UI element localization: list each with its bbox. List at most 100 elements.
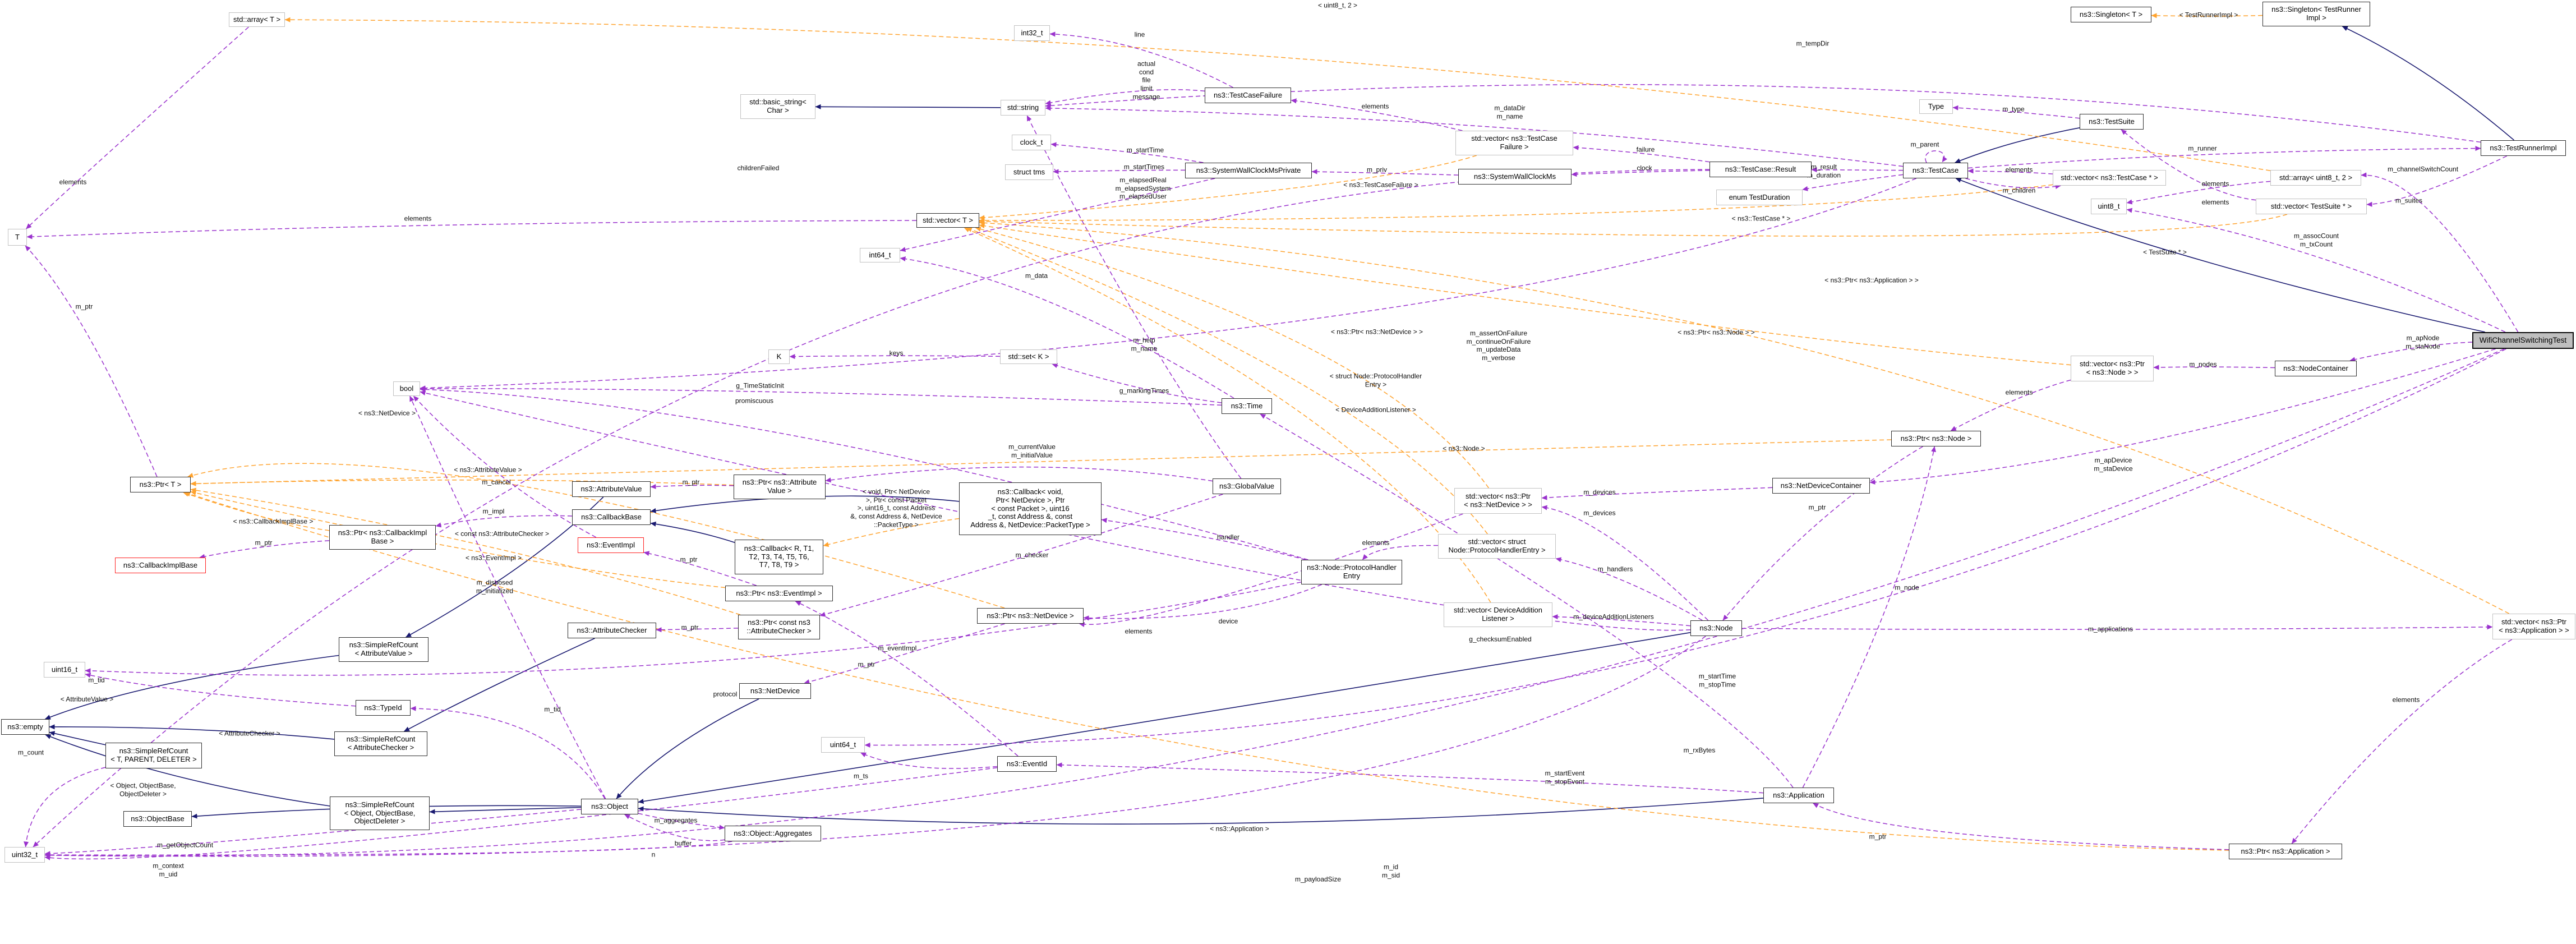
edge-usage-time-int64	[900, 256, 1234, 399]
class-node-ptrapp[interactable]: ns3::Ptr< ns3::Application >	[2229, 844, 2342, 859]
edge-inherit-simpleRefAV-empty	[44, 655, 339, 720]
edge-usage-node-vecPHE	[1555, 557, 1703, 621]
class-node-ptrcac[interactable]: ns3::Ptr< const ns3 ::AttributeChecker >	[738, 615, 820, 639]
class-node-eventid[interactable]: ns3::EventId	[997, 756, 1057, 772]
class-node-testsuite[interactable]: ns3::TestSuite	[2080, 114, 2144, 130]
edge-usage-testCase-tcResult	[1811, 167, 1904, 173]
class-node-eventimpl[interactable]: ns3::EventImpl	[578, 537, 644, 553]
edge-usage-vecTcf-tcFailure	[1291, 98, 1463, 131]
edge-inherit-application-object	[638, 798, 1764, 825]
edge-usage-eventId-uint64	[860, 752, 998, 769]
class-node-netdevcontainer[interactable]: ns3::NetDeviceContainer	[1772, 478, 1870, 494]
edge-usage-tcResult-swcm	[1571, 170, 1710, 177]
edge-template-ptrND-ptrT	[187, 463, 1005, 609]
edge-usage-wifiTest-uint64	[864, 348, 2506, 748]
class-node-uint16: uint16_t	[44, 662, 85, 678]
class-node-testcase[interactable]: ns3::TestCase	[1903, 163, 1968, 178]
edge-usage-testCase-stdString	[1045, 105, 1904, 167]
edge-inherit-netDevice-object	[616, 698, 759, 799]
edge-usage-testCase-testRunnerImpl	[1967, 146, 2481, 169]
class-node-ptrt[interactable]: ns3::Ptr< T >	[130, 477, 191, 492]
class-node-vect[interactable]: std::vector< T >	[916, 213, 979, 228]
class-node-uint8: uint8_t	[2091, 199, 2127, 214]
class-node-int64: int64_t	[860, 248, 900, 263]
edge-template-callbackVoid-callbackR	[823, 518, 960, 547]
class-node-callbackbase[interactable]: ns3::CallbackBase	[572, 509, 651, 525]
edge-usage-tcFailure-int32	[1049, 31, 1233, 88]
edge-usage-wifiTest-netDevContainer	[1869, 348, 2496, 485]
class-node-clockt: clock_t	[1012, 135, 1051, 150]
class-node-ptrav[interactable]: ns3::Ptr< ns3::Attribute Value >	[734, 475, 826, 499]
edge-usage-node-vecPtrApp	[1741, 624, 2493, 630]
class-node-vects: std::vector< TestSuite * >	[2256, 199, 2367, 214]
edge-inherit-testRunnerImpl-singletonTRI	[2342, 26, 2515, 141]
class-node-ptrei[interactable]: ns3::Ptr< ns3::EventImpl >	[725, 586, 833, 601]
class-node-attrchecker[interactable]: ns3::AttributeChecker	[568, 623, 656, 638]
class-node-cib[interactable]: ns3::CallbackImplBase	[115, 558, 206, 573]
class-node-nodecontainer[interactable]: ns3::NodeContainer	[2275, 361, 2357, 376]
class-node-bool: bool	[393, 381, 420, 396]
class-node-typeid[interactable]: ns3::TypeId	[356, 700, 411, 716]
edge-template-ptrCAC-ptrT	[190, 487, 741, 615]
class-node-simplerefac[interactable]: ns3::SimpleRefCount < AttributeChecker >	[334, 731, 427, 756]
edge-usage-object-uint32	[44, 809, 582, 856]
edge-template-vecTcf-vecT	[979, 155, 1477, 220]
edge-usage-testCase-vecTC	[1965, 178, 2061, 189]
class-node-int32: int32_t	[1014, 25, 1050, 41]
class-node-attrvalue[interactable]: ns3::AttributeValue	[572, 481, 651, 497]
class-node-swcmpriv[interactable]: ns3::SystemWallClockMsPrivate	[1185, 163, 1312, 178]
edge-usage-vecTS-testSuite	[2121, 129, 2256, 201]
class-node-callbackr[interactable]: ns3::Callback< R, T1, T2, T3, T4, T5, T6…	[735, 540, 823, 574]
class-node-stdstring: std::string	[1001, 100, 1045, 116]
class-node-arru8: std::array< uint8_t, 2 >	[2270, 170, 2361, 186]
edge-inherit-node-object	[638, 632, 1691, 804]
class-node-k: K	[768, 349, 790, 364]
class-node-vecphe: std::vector< struct Node::ProtocolHandle…	[1438, 534, 1556, 559]
edge-inherit-simpleRefT-empty	[49, 731, 106, 745]
edge-usage-netDevContainer-vecPtrND	[1541, 487, 1773, 500]
class-node-ptrcib[interactable]: ns3::Ptr< ns3::CallbackImpl Base >	[329, 525, 436, 550]
class-node-vecptrnode: std::vector< ns3::Ptr < ns3::Node > >	[2071, 356, 2154, 381]
class-node-ptrnode[interactable]: ns3::Ptr< ns3::Node >	[1891, 431, 1981, 446]
edge-usage-eventImpl-bool	[413, 395, 597, 538]
edge-usage-node-vecPtrND	[1541, 505, 1709, 621]
edge-usage-aggregates-uint32	[44, 841, 732, 858]
edge-usage-application-eventId	[1056, 762, 1764, 794]
class-node-phe[interactable]: ns3::Node::ProtocolHandler Entry	[1301, 560, 1402, 584]
edge-template-vecTS-vecT	[979, 214, 2288, 237]
class-node-aggregates[interactable]: ns3::Object::Aggregates	[725, 826, 821, 841]
class-node-callbackvoid[interactable]: ns3::Callback< void, Ptr< NetDevice >, P…	[959, 482, 1102, 535]
class-node-empty[interactable]: ns3::empty	[1, 719, 49, 735]
class-node-singletont[interactable]: ns3::Singleton< T >	[2071, 7, 2151, 22]
class-node-simplereft[interactable]: ns3::SimpleRefCount < T, PARENT, DELETER…	[105, 743, 202, 768]
edge-usage-eventId-uint32	[44, 767, 998, 860]
class-node-globalvalue[interactable]: ns3::GlobalValue	[1213, 478, 1281, 494]
class-node-node[interactable]: ns3::Node	[1690, 620, 1742, 636]
class-node-testrunnerimpl[interactable]: ns3::TestRunnerImpl	[2481, 140, 2566, 156]
edge-usage-time-setK	[1052, 363, 1222, 403]
class-node-vecptrnd: std::vector< ns3::Ptr < ns3::NetDevice >…	[1454, 488, 1542, 514]
edge-usage-phe-bool	[420, 386, 1308, 560]
class-node-application[interactable]: ns3::Application	[1763, 788, 1834, 803]
edge-template-vecPHE-vecT	[966, 227, 1488, 535]
edge-usage-wifiTest-uint8	[2126, 208, 2506, 333]
class-node-singletontri[interactable]: ns3::Singleton< TestRunner Impl >	[2262, 2, 2370, 26]
class-node-tcresult[interactable]: ns3::TestCase::Result	[1709, 162, 1812, 177]
class-node-uint32: uint32_t	[4, 847, 45, 863]
class-node-object[interactable]: ns3::Object	[581, 799, 638, 814]
class-node-time[interactable]: ns3::Time	[1222, 398, 1272, 414]
class-node-swcm[interactable]: ns3::SystemWallClockMs	[1458, 169, 1572, 185]
class-node-uint64: uint64_t	[821, 737, 865, 753]
class-node-netdevice[interactable]: ns3::NetDevice	[739, 683, 811, 699]
class-node-structtms: struct tms	[1005, 164, 1053, 180]
edge-usage-ptrApp-application	[1813, 803, 2229, 850]
edge-usage-object-bool	[409, 395, 606, 799]
class-node-ptrnd[interactable]: ns3::Ptr< ns3::NetDevice >	[977, 608, 1084, 624]
edge-usage-wifiTest-uint32	[44, 348, 2505, 858]
edge-usage-node-vecDAL	[1552, 614, 1691, 627]
class-node-simplerefav[interactable]: ns3::SimpleRefCount < AttributeValue >	[339, 637, 428, 662]
class-node-simplerefobj[interactable]: ns3::SimpleRefCount < Object, ObjectBase…	[330, 796, 430, 830]
class-node-tcfailure[interactable]: ns3::TestCaseFailure	[1205, 88, 1291, 103]
class-node-objectbase[interactable]: ns3::ObjectBase	[123, 811, 192, 827]
